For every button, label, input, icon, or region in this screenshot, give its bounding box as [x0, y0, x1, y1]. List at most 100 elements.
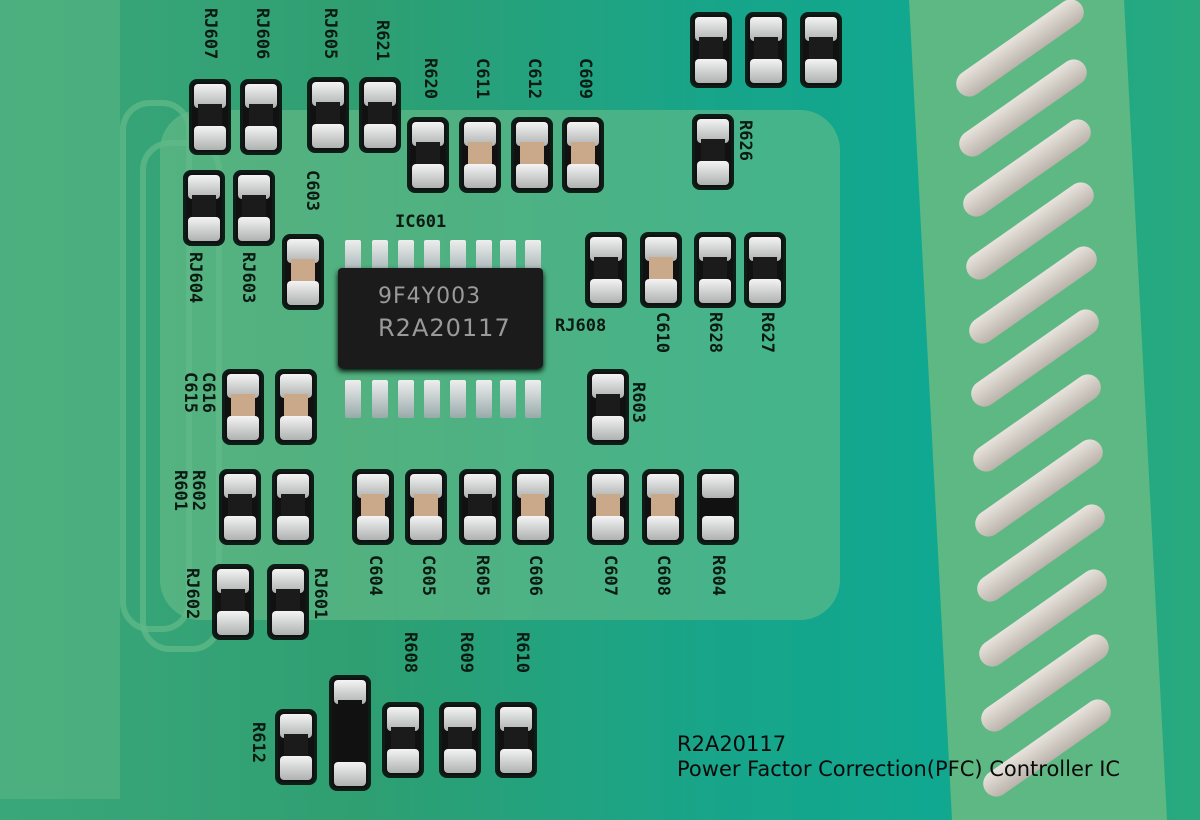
trace [140, 140, 222, 652]
label-rj608: RJ608 [555, 316, 607, 336]
solder-pad [750, 59, 782, 83]
component-body [281, 494, 305, 520]
smd-component [515, 472, 551, 542]
component-body [809, 37, 833, 63]
label-c607: C607 [600, 555, 620, 596]
solder-pad [702, 516, 734, 540]
component-body [468, 494, 492, 520]
component-body [703, 257, 727, 283]
solder-pad [699, 279, 731, 303]
solder-pad [245, 126, 277, 150]
solder-pad [280, 416, 312, 440]
solder-pad [516, 164, 548, 188]
smd-component [275, 472, 311, 542]
smd-component [748, 15, 784, 85]
smd-component [695, 117, 731, 187]
solder-pad [464, 164, 496, 188]
smd-component [270, 567, 306, 637]
label-rj605: RJ605 [320, 8, 340, 60]
label-r626: R626 [735, 120, 755, 161]
smd-component [310, 80, 346, 150]
component-body [221, 589, 245, 615]
ic-pin [424, 380, 440, 418]
smd-component [192, 82, 228, 152]
component-body [284, 394, 308, 420]
solder-pad [217, 611, 249, 635]
component-body [416, 142, 440, 168]
component-body [316, 102, 340, 128]
component-body [521, 494, 545, 520]
component-body [391, 727, 415, 753]
label-r601: R601 [170, 470, 190, 511]
component-body [701, 139, 725, 165]
solder-pad [227, 416, 259, 440]
photo-caption: R2A20117 Power Factor Correction(PFC) Co… [677, 732, 1120, 782]
solder-pad [277, 516, 309, 540]
ic-pin [450, 380, 466, 418]
solder-pad [592, 416, 624, 440]
ic-pin [345, 380, 361, 418]
smd-component [462, 472, 498, 542]
component-body [520, 142, 544, 168]
solder-pad [500, 749, 532, 773]
solder-pad [224, 516, 256, 540]
solder-pad [312, 124, 344, 148]
solder-pad [357, 516, 389, 540]
smd-component [408, 472, 444, 542]
solder-pad [412, 164, 444, 188]
smd-component [590, 372, 626, 442]
chip-marking-lot: 9F4Y003 [378, 284, 482, 309]
label-r604: R604 [708, 555, 728, 596]
label-rj603: RJ603 [238, 252, 258, 304]
solder-pad [590, 279, 622, 303]
label-rj606: RJ606 [252, 8, 272, 60]
smd-component [362, 80, 398, 150]
solder-pad [702, 474, 734, 498]
solder-pad [444, 749, 476, 773]
ic-pin [525, 380, 541, 418]
solder-pad [567, 164, 599, 188]
solder-pad [647, 516, 679, 540]
component-body [276, 589, 300, 615]
smd-component [462, 120, 498, 190]
component-body [649, 257, 673, 283]
component-body [699, 37, 723, 63]
smd-component [215, 567, 251, 637]
label-r602: R602 [188, 470, 208, 511]
component-body [249, 104, 273, 130]
component-body [448, 727, 472, 753]
caption-description: Power Factor Correction(PFC) Controller … [677, 757, 1121, 781]
label-c608: C608 [653, 555, 673, 596]
label-c606: C606 [525, 555, 545, 596]
solder-pad [272, 611, 304, 635]
component-body [361, 494, 385, 520]
smd-component [700, 472, 736, 542]
smd-component [442, 705, 478, 775]
component-body [754, 37, 778, 63]
component-body [651, 494, 675, 520]
solder-pad [194, 126, 226, 150]
ic-pin [372, 380, 388, 418]
label-r610: R610 [512, 632, 532, 673]
chip-marking-part: R2A20117 [378, 314, 511, 342]
smd-component [236, 173, 272, 243]
smd-component [590, 472, 626, 542]
smd-component [332, 678, 368, 788]
smd-component [278, 712, 314, 782]
component-body [594, 257, 618, 283]
solder-pad [387, 749, 419, 773]
component-body [228, 494, 252, 520]
label-r621: R621 [372, 20, 392, 61]
component-body [338, 700, 362, 760]
component-body [504, 727, 528, 753]
solder-pad [364, 124, 396, 148]
ic-pin [476, 380, 492, 418]
solder-pad [188, 217, 220, 241]
smd-component [355, 472, 391, 542]
smd-component [498, 705, 534, 775]
smd-component [588, 235, 624, 305]
component-body [414, 494, 438, 520]
component-body [291, 259, 315, 285]
label-r612: R612 [248, 722, 268, 763]
component-body [468, 142, 492, 168]
